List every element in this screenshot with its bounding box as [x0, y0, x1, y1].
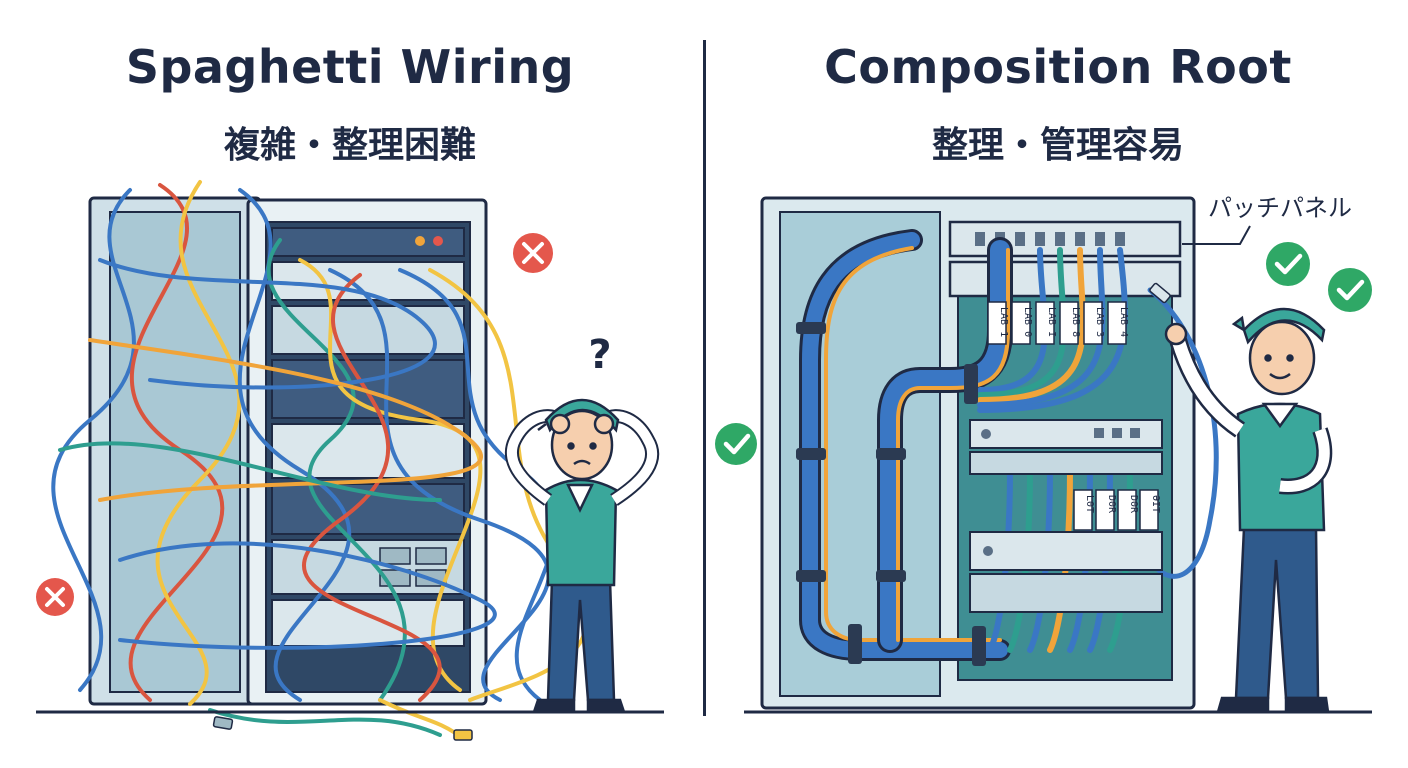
svg-text:LAB 1: LAB 1	[998, 307, 1009, 337]
cable-ties	[796, 322, 986, 666]
loose-connector	[453, 729, 473, 741]
svg-text:L0T: L0T	[1084, 495, 1095, 513]
svg-text:LAB 3: LAB 3	[1094, 307, 1105, 337]
svg-text:LAB 4: LAB 4	[1118, 307, 1129, 337]
check-icon	[1328, 268, 1372, 312]
patch-panel-callout-label: パッチパネル	[1208, 194, 1352, 222]
server-units	[969, 419, 1163, 613]
patch-panel	[948, 220, 1182, 298]
cable-plug	[1149, 282, 1171, 304]
svg-text:D0R: D0R	[1128, 495, 1139, 514]
error-icon	[36, 578, 74, 616]
svg-text:ƏIT: ƏIT	[1150, 495, 1161, 513]
right-title: Composition Root	[824, 40, 1292, 94]
loose-connector	[212, 716, 234, 730]
question-mark: ?	[588, 332, 611, 378]
confident-worker	[1164, 307, 1333, 714]
check-icon	[715, 423, 757, 465]
svg-text:LAB 0: LAB 0	[1022, 307, 1033, 337]
left-title: Spaghetti Wiring	[125, 40, 575, 94]
check-icon	[1266, 242, 1310, 286]
svg-text:LAB I: LAB I	[1046, 307, 1057, 337]
svg-text:D0R: D0R	[1106, 495, 1117, 514]
panel-divider	[703, 40, 706, 716]
port-labels-bottom: L0T D0R D0R ƏIT	[1073, 489, 1161, 531]
callout-line	[1182, 225, 1251, 245]
svg-text:LAB 8: LAB 8	[1070, 307, 1081, 337]
confused-worker	[504, 398, 660, 714]
port-labels-top: LAB 1 LAB 0 LAB I LAB 8 LAB 3 LAB 4	[987, 301, 1129, 345]
tangled-cables	[51, 180, 589, 740]
error-icon	[513, 233, 553, 273]
left-subtitle: 複雑・整理困難	[223, 125, 476, 166]
right-subtitle: 整理・管理容易	[931, 125, 1184, 166]
